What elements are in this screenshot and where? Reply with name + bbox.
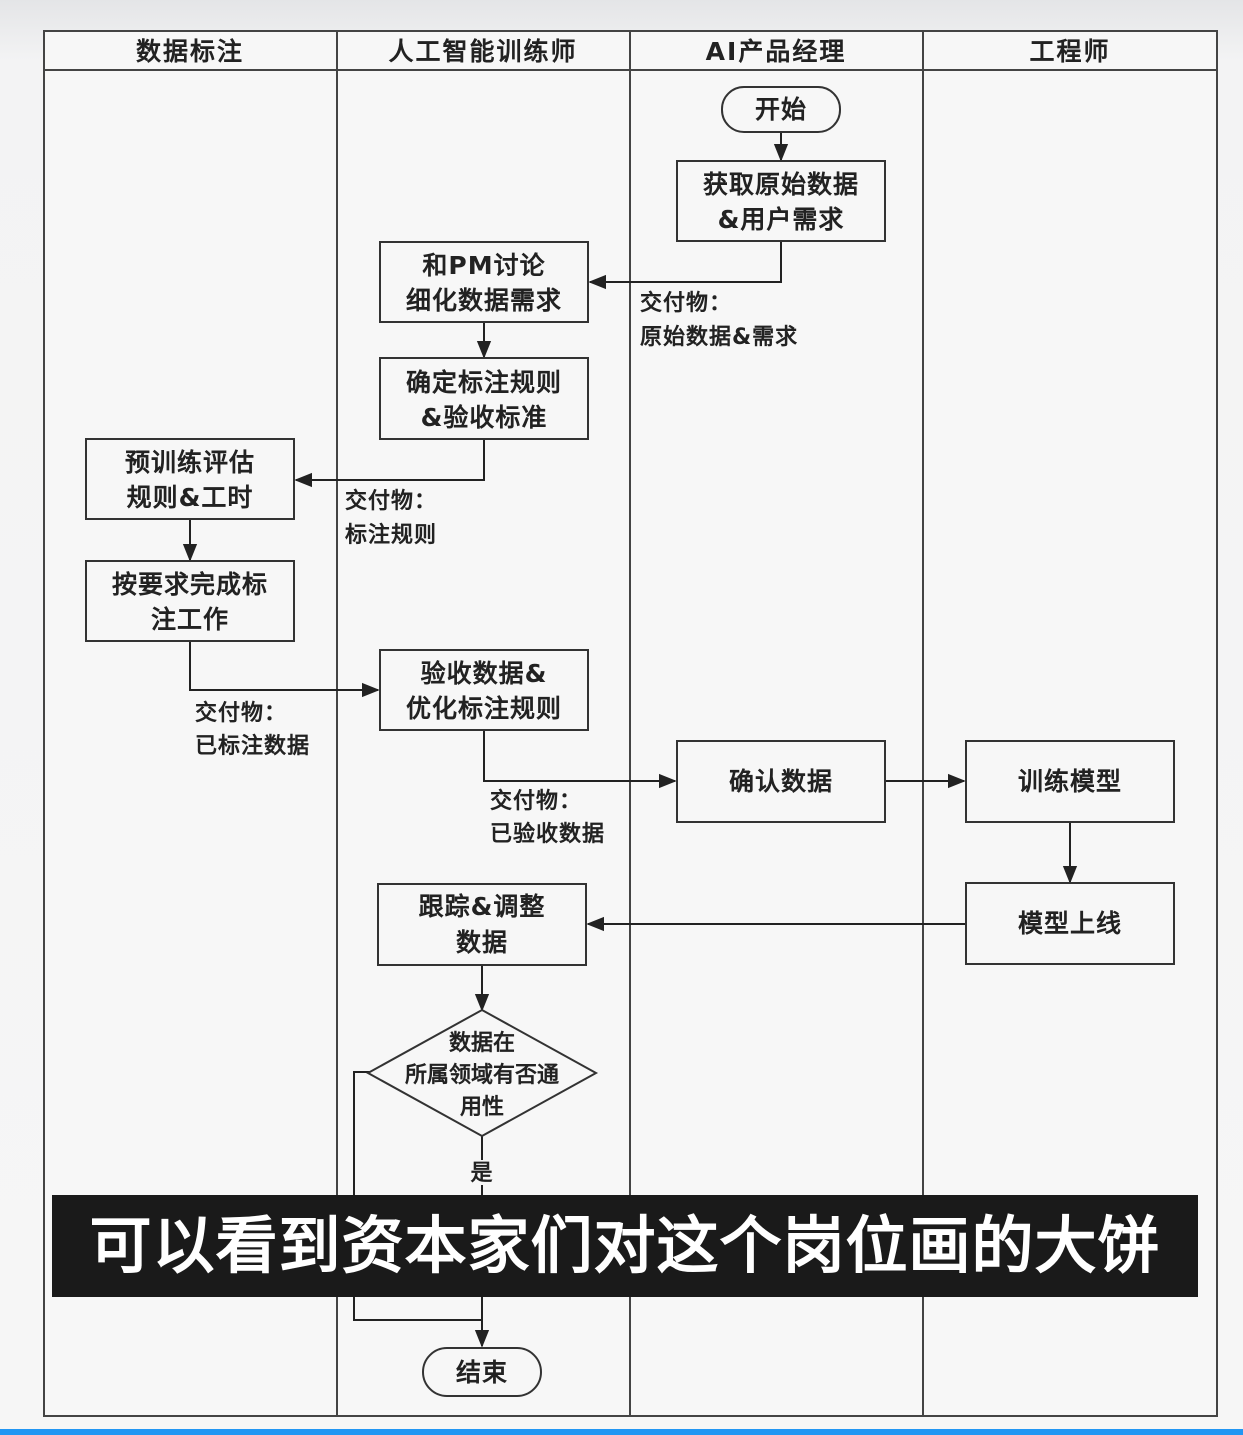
deliverable-rules-line1: 交付物： xyxy=(345,488,437,514)
node-define-rules-line1: 确定标注规则 xyxy=(406,368,562,397)
node-train-model-label: 训练模型 xyxy=(1018,767,1122,796)
lane-grid xyxy=(43,30,1218,1417)
node-get-raw-data-line1: 获取原始数据 xyxy=(703,170,859,199)
lane-header-ai-trainer: 人工智能训练师 xyxy=(388,37,577,66)
deliverable-accepted: 交付物： 已验收数据 xyxy=(490,788,605,847)
deliverable-rules: 交付物： 标注规则 xyxy=(345,488,437,548)
node-discuss-with-pm-line2: 细化数据需求 xyxy=(406,286,562,315)
node-complete-annotation-line1: 按要求完成标 xyxy=(112,570,268,599)
node-accept-data-line1: 验收数据& xyxy=(421,659,548,688)
node-deploy-model: 模型上线 xyxy=(965,882,1175,965)
node-get-raw-data-line2: &用户需求 xyxy=(718,205,845,234)
deliverable-accepted-line2: 已验收数据 xyxy=(490,821,605,847)
decision-line3: 用性 xyxy=(460,1095,504,1120)
node-discuss-with-pm-line1: 和PM讨论 xyxy=(422,251,545,280)
node-define-rules-line2: &验收标准 xyxy=(421,403,548,432)
start-terminal: 开始 xyxy=(721,86,841,133)
node-define-rules: 确定标注规则 &验收标准 xyxy=(379,357,589,440)
arrow-get-data-to-discuss xyxy=(588,241,782,290)
deliverable-annotated-line2: 已标注数据 xyxy=(195,733,310,759)
lane-header-engineer: 工程师 xyxy=(1029,37,1110,66)
deliverable-raw-data: 交付物： 原始数据&需求 xyxy=(640,290,798,350)
end-label: 结束 xyxy=(456,1358,508,1387)
node-train-model: 训练模型 xyxy=(965,740,1175,823)
lane-header-ai-pm: AI产品经理 xyxy=(706,37,847,66)
decision-line1: 数据在 xyxy=(449,1030,515,1056)
node-deploy-model-label: 模型上线 xyxy=(1018,909,1122,938)
decision-line2: 所属领域有否通 xyxy=(405,1062,559,1088)
node-discuss-with-pm: 和PM讨论 细化数据需求 xyxy=(379,241,589,323)
deliverable-accepted-line1: 交付物： xyxy=(490,788,582,814)
node-track-adjust-line2: 数据 xyxy=(456,928,508,957)
start-label: 开始 xyxy=(755,95,807,124)
lane-header-annotation: 数据标注 xyxy=(136,37,244,66)
progress-bar xyxy=(0,1429,1243,1435)
node-accept-data-line2: 优化标注规则 xyxy=(406,694,562,723)
node-accept-data: 验收数据& 优化标注规则 xyxy=(379,649,589,731)
node-track-adjust-line1: 跟踪&调整 xyxy=(419,892,546,921)
video-subtitle: 可以看到资本家们对这个岗位画的大饼 xyxy=(52,1195,1198,1297)
node-complete-annotation-line2: 注工作 xyxy=(151,605,229,634)
arrow-decision-no xyxy=(353,1071,370,1195)
end-terminal: 结束 xyxy=(422,1347,542,1397)
node-pretrain-evaluation-line1: 预训练评估 xyxy=(125,448,255,477)
node-pretrain-evaluation-line2: 规则&工时 xyxy=(127,483,254,512)
deliverable-raw-data-line1: 交付物： xyxy=(640,290,732,316)
deliverable-raw-data-line2: 原始数据&需求 xyxy=(640,324,798,350)
arrow-accept-to-confirm xyxy=(483,730,677,789)
arrow-rules-to-pretrain xyxy=(294,439,485,488)
deliverable-rules-line2: 标注规则 xyxy=(345,522,437,548)
yes-label: 是 xyxy=(470,1161,493,1186)
node-pretrain-evaluation: 预训练评估 规则&工时 xyxy=(85,438,295,520)
node-track-adjust: 跟踪&调整 数据 xyxy=(377,883,587,966)
deliverable-annotated-line1: 交付物： xyxy=(195,700,287,726)
node-confirm-data: 确认数据 xyxy=(676,740,886,823)
node-confirm-data-label: 确认数据 xyxy=(729,767,833,796)
node-get-raw-data: 获取原始数据 &用户需求 xyxy=(676,160,886,242)
node-complete-annotation: 按要求完成标 注工作 xyxy=(85,560,295,642)
arrow-no-to-end xyxy=(353,1297,482,1321)
deliverable-annotated: 交付物： 已标注数据 xyxy=(195,700,310,759)
decision-domain-generality: 数据在 所属领域有否通 用性 xyxy=(365,1008,599,1138)
connectors xyxy=(182,132,1078,1348)
arrow-annotate-to-accept xyxy=(189,641,380,698)
